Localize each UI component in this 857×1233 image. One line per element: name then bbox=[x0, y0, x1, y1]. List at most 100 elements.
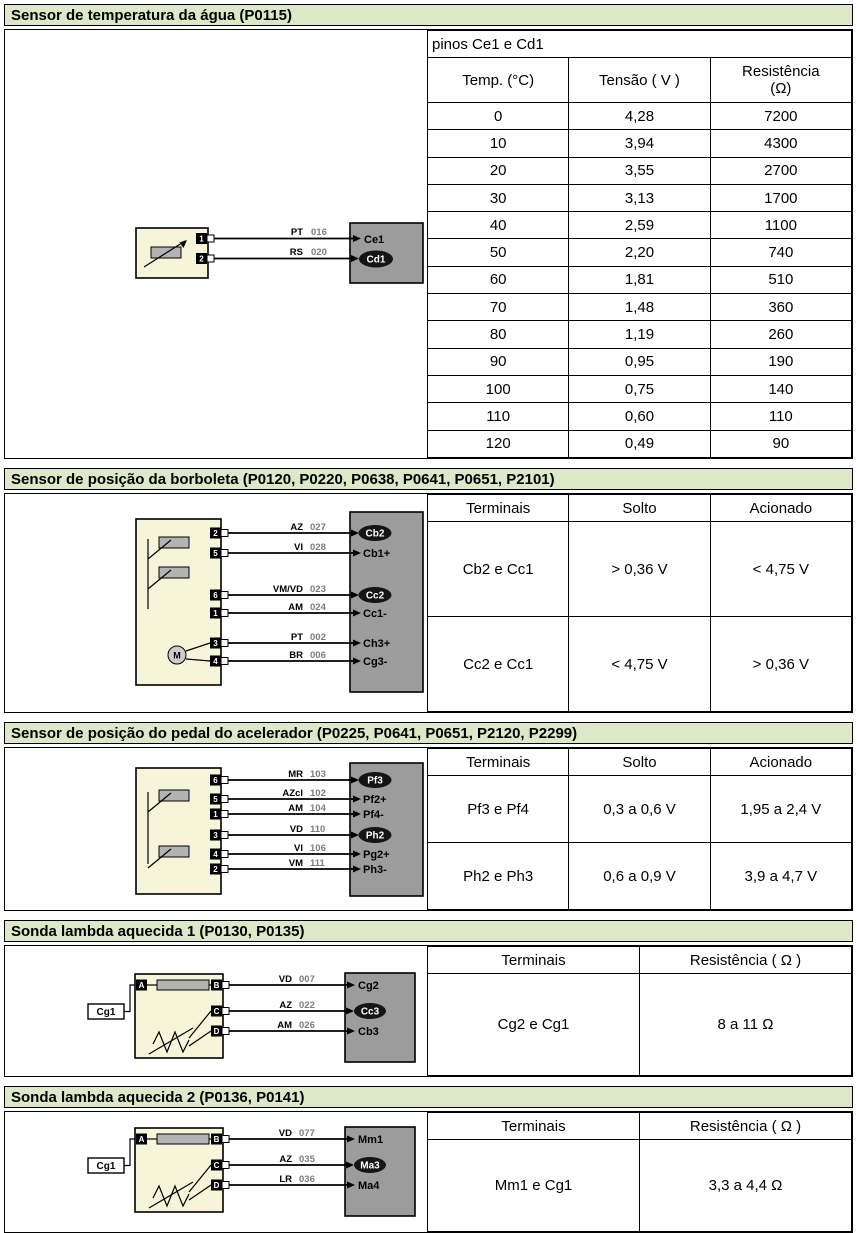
pin-contact bbox=[221, 1181, 230, 1189]
wire-color-label: BR bbox=[289, 650, 303, 661]
internal-wire bbox=[188, 1164, 212, 1193]
cell-resistance: 8 a 11 Ω bbox=[639, 973, 852, 1076]
cell-released: > 0,36 V bbox=[568, 521, 711, 617]
cell-terminals: Ph2 e Ph3 bbox=[426, 842, 570, 910]
external-connector-wire bbox=[124, 1138, 136, 1167]
section-body: 1 2 PT 016 RS 020 Ce1 Cd1 bbox=[4, 29, 853, 459]
pin-label: C bbox=[214, 1007, 220, 1016]
terminal-label: Pf3 bbox=[367, 776, 383, 787]
cell-temp: 10 bbox=[426, 129, 570, 158]
wire-number-label: 023 bbox=[310, 584, 326, 595]
cell-resistance: 260 bbox=[709, 320, 853, 349]
cell-temp: 110 bbox=[426, 402, 570, 431]
table-row: Cc2 e Cc1 < 4,75 V > 0,36 V bbox=[426, 616, 853, 712]
pin-label: C bbox=[214, 1161, 220, 1170]
col-header-actuated: Acionado bbox=[709, 748, 853, 776]
wire-arrowhead bbox=[346, 1161, 354, 1169]
wire-number-label: 026 bbox=[299, 1020, 315, 1031]
table-row: Ph2 e Ph3 0,6 a 0,9 V 3,9 a 4,7 V bbox=[426, 842, 853, 910]
wire-number-label: 016 bbox=[311, 227, 327, 238]
table-caption-row: pinos Ce1 e Cd1 bbox=[427, 30, 852, 58]
cell-terminals: Pf3 e Pf4 bbox=[426, 775, 570, 843]
cell-actuated: > 0,36 V bbox=[709, 616, 853, 712]
pin-label: 4 bbox=[213, 850, 218, 859]
internal-wire bbox=[185, 658, 211, 662]
pin-square bbox=[136, 1133, 147, 1145]
cell-temp: 30 bbox=[426, 183, 570, 213]
terminal-oval bbox=[358, 772, 392, 788]
wire-arrowhead bbox=[347, 1027, 355, 1035]
wire-number-label: 110 bbox=[310, 824, 325, 835]
pin-square bbox=[211, 1005, 222, 1017]
terminal-label: Cg3- bbox=[363, 656, 388, 668]
wire-arrowhead bbox=[351, 529, 359, 537]
wire-color-label: VI bbox=[294, 843, 303, 854]
terminal-label: Ma3 bbox=[360, 1161, 380, 1172]
pin-square bbox=[210, 607, 221, 619]
wiper-arrow bbox=[147, 848, 172, 869]
wire-number-label: 035 bbox=[299, 1154, 316, 1165]
pin-contact bbox=[220, 810, 229, 818]
terminal-label: Cd1 bbox=[367, 255, 386, 266]
wire-arrowhead bbox=[347, 1181, 355, 1189]
cell-resistance: 190 bbox=[709, 347, 853, 376]
pin-label: 3 bbox=[213, 639, 218, 648]
col-header-released: Solto bbox=[568, 494, 711, 522]
cell-voltage: 0,95 bbox=[568, 347, 711, 376]
terminal-oval bbox=[358, 587, 392, 603]
col-header-resistance: Resistência ( Ω ) bbox=[639, 1112, 852, 1140]
motor-icon bbox=[167, 645, 187, 665]
lambda2-test-table: Terminais Resistência ( Ω ) Mm1 e Cg1 3,… bbox=[427, 1112, 852, 1232]
wiring-diagram-lambda-2: Cg1 A B VD bbox=[87, 1126, 416, 1217]
cell-resistance: 360 bbox=[709, 293, 853, 322]
pin-label: 4 bbox=[213, 657, 218, 666]
section-body: Cg1 A B VD bbox=[4, 945, 853, 1077]
pin-label: 5 bbox=[213, 549, 218, 558]
table-header-row: Terminais Solto Acionado bbox=[426, 748, 853, 776]
wire-number-label: 106 bbox=[310, 843, 326, 854]
cell-terminals: Mm1 e Cg1 bbox=[427, 1139, 640, 1232]
cell-resistance: 510 bbox=[709, 265, 853, 295]
pin-label: 6 bbox=[213, 591, 218, 600]
pin-square bbox=[211, 1179, 222, 1191]
cell-actuated: 1,95 a 2,4 V bbox=[709, 775, 853, 843]
connector-box bbox=[344, 972, 416, 1063]
section-water-temp-sensor: Sensor de temperatura da água (P0115) 1 … bbox=[4, 4, 853, 459]
pin-square bbox=[211, 979, 222, 991]
pin-label: 3 bbox=[213, 831, 218, 840]
col-header-temp: Temp. (°C) bbox=[426, 57, 570, 103]
pin-label: D bbox=[214, 1027, 220, 1036]
pin-contact bbox=[221, 1135, 230, 1143]
pin-contact bbox=[206, 234, 215, 243]
wiring-diagram-throttle: M 2 AZ 027 Cb2 5 bbox=[135, 511, 424, 693]
wiper-arrow bbox=[147, 569, 172, 590]
cell-voltage: 1,19 bbox=[568, 320, 711, 349]
cell-resistance: 7200 bbox=[709, 101, 853, 131]
section-title: Sensor de temperatura da água (P0115) bbox=[4, 4, 853, 26]
terminal-label: Ma4 bbox=[358, 1180, 380, 1192]
wire-number-label: 028 bbox=[310, 542, 326, 553]
section-lambda-probe-1: Sonda lambda aquecida 1 (P0130, P0135) C… bbox=[4, 920, 853, 1077]
pin-contact bbox=[221, 1161, 230, 1169]
motor-label: M bbox=[173, 651, 181, 661]
col-header-voltage: Tensão ( V ) bbox=[568, 57, 711, 103]
cell-terminals: Cc2 e Cc1 bbox=[426, 616, 570, 712]
section-body: 6 MR 103 Pf3 5 AZcl 102 Pf2+ bbox=[4, 747, 853, 911]
pin-label: 2 bbox=[213, 529, 218, 538]
section-body: Cg1 A B VD bbox=[4, 1111, 853, 1233]
cell-voltage: 3,55 bbox=[568, 156, 711, 185]
wire-arrowhead bbox=[347, 981, 355, 989]
wire-color-label: RS bbox=[290, 247, 303, 258]
pin-contact bbox=[220, 865, 229, 873]
cell-voltage: 2,59 bbox=[568, 211, 711, 240]
wire-color-label: LR bbox=[279, 1174, 292, 1185]
potentiometer-2 bbox=[158, 566, 190, 579]
section-body: M 2 AZ 027 Cb2 5 bbox=[4, 493, 853, 713]
cell-terminals: Cb2 e Cc1 bbox=[426, 521, 570, 617]
pin-contact bbox=[220, 850, 229, 858]
